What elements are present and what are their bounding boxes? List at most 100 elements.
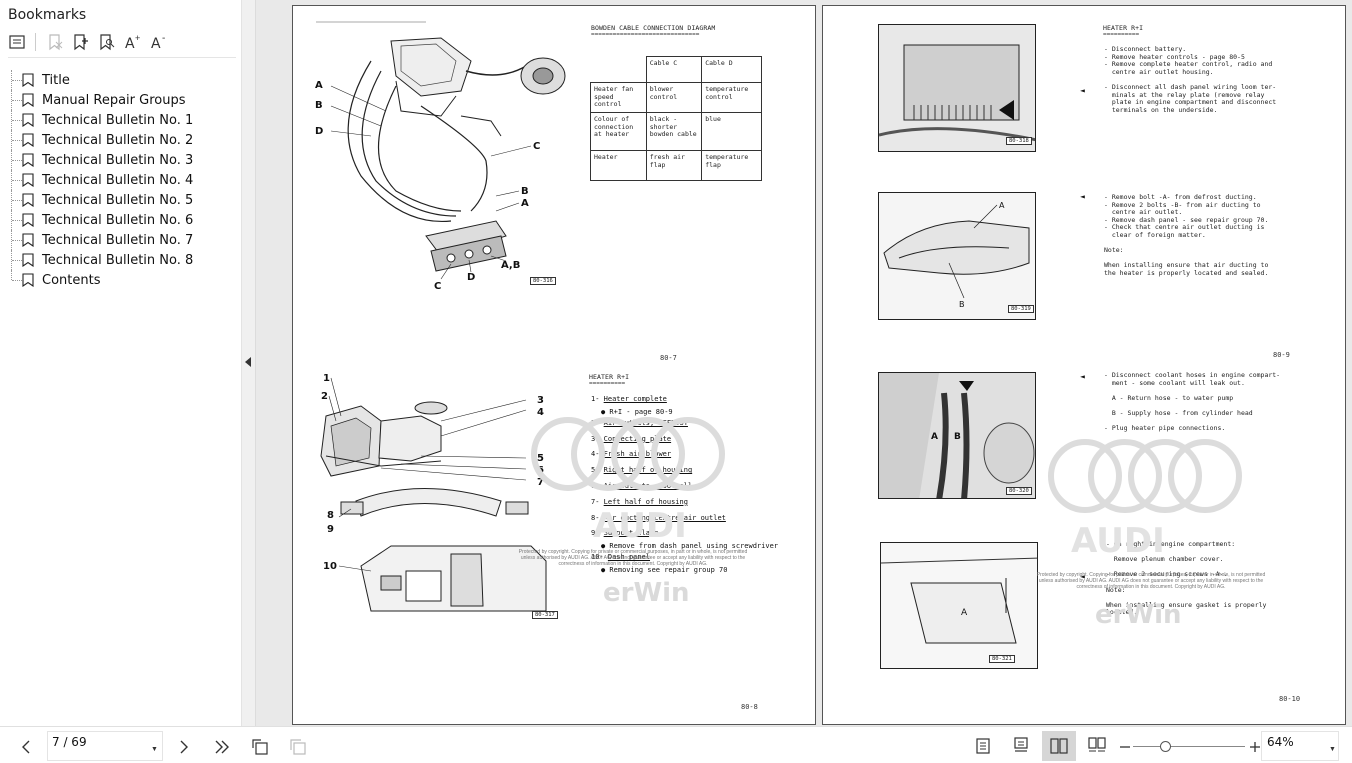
bowden-cable-diagram: A B D C B A A,B C D xyxy=(315,21,566,292)
legend-item: 2- Air outlets, DEFROST xyxy=(591,416,791,432)
photo-tag: 80-319 xyxy=(1008,305,1034,313)
add-bookmark-icon[interactable] xyxy=(70,31,92,53)
rotate-page-icon[interactable] xyxy=(249,736,271,758)
callout-c: C xyxy=(533,141,540,152)
bookmark-item[interactable]: Title xyxy=(0,70,240,90)
callout-ab: A,B xyxy=(501,260,520,271)
facing-continuous-view-icon[interactable] xyxy=(1080,731,1114,761)
chevron-down-icon[interactable]: ▼ xyxy=(151,746,158,753)
list-options-icon[interactable] xyxy=(6,31,28,53)
svg-text:A: A xyxy=(151,36,161,51)
arrow-marker: ◄ xyxy=(1080,572,1085,581)
continuous-view-icon[interactable] xyxy=(1004,731,1038,761)
copyright-notice: Protected by copyright. Copying for priv… xyxy=(1036,572,1266,590)
arrow-marker: ◄ xyxy=(1080,372,1085,381)
instructions-block-4: - On right in engine compartment: Remove… xyxy=(1106,540,1267,617)
zoom-out-icon[interactable] xyxy=(1114,736,1136,758)
zoom-level-input[interactable]: 64% xyxy=(1261,731,1339,761)
bookmark-item[interactable]: Manual Repair Groups xyxy=(0,90,240,110)
zoom-in-icon[interactable] xyxy=(1244,736,1266,758)
heading-underline: ============================== xyxy=(591,31,700,38)
bookmark-icon xyxy=(22,73,34,87)
callout-c2: C xyxy=(434,281,441,292)
bookmarks-toolbar: A+ A- xyxy=(6,31,236,53)
heater-exploded-diagram: 1 2 3 4 5 6 7 8 9 10 xyxy=(320,373,547,612)
page-number: 80-10 xyxy=(1279,695,1301,703)
bookmark-item[interactable]: Technical Bulletin No. 8 xyxy=(0,250,240,270)
table-header: Cable D xyxy=(701,56,762,83)
callout-8: 8 xyxy=(327,510,334,521)
bookmark-label: Technical Bulletin No. 7 xyxy=(42,232,194,248)
zoom-slider[interactable] xyxy=(1133,746,1245,747)
bookmark-item[interactable]: Contents xyxy=(0,270,240,290)
cable-diagram-heading: BOWDEN CABLE CONNECTION DIAGRAM xyxy=(591,24,716,32)
photo-tag: 80-318 xyxy=(1006,137,1032,145)
bookmark-item[interactable]: Technical Bulletin No. 4 xyxy=(0,170,240,190)
bookmark-icon xyxy=(22,93,34,107)
table-cell: black - shorter bowden cable xyxy=(645,112,703,151)
arrow-marker: ◄ xyxy=(1080,192,1085,201)
collapse-panel-icon[interactable] xyxy=(245,357,251,367)
previous-page-button[interactable] xyxy=(16,736,38,758)
shrink-text-icon[interactable]: A- xyxy=(148,31,170,53)
facing-view-icon[interactable] xyxy=(1042,731,1076,761)
next-page-button[interactable] xyxy=(172,736,194,758)
bookmark-item[interactable]: Technical Bulletin No. 7 xyxy=(0,230,240,250)
legend-item: 9- Support clamp xyxy=(591,526,791,542)
legend-text: Heater complete xyxy=(603,395,667,403)
expand-text-icon[interactable]: A+ xyxy=(122,31,144,53)
bookmark-icon xyxy=(22,213,34,227)
callout-b2: B xyxy=(521,186,529,197)
bookmark-label: Technical Bulletin No. 3 xyxy=(42,152,194,168)
bookmark-label: Technical Bulletin No. 2 xyxy=(42,132,194,148)
legend-number: 2- xyxy=(591,418,600,427)
copy-page-icon[interactable] xyxy=(287,736,309,758)
bookmark-item[interactable]: Technical Bulletin No. 6 xyxy=(0,210,240,230)
page-number-input[interactable]: 7 / 69 xyxy=(47,731,163,761)
zoom-slider-thumb[interactable] xyxy=(1159,741,1171,752)
callout-3: 3 xyxy=(537,395,544,406)
bookmark-icon xyxy=(22,233,34,247)
legend-text: Fresh air blower xyxy=(603,450,672,459)
callout-b: B xyxy=(315,100,323,111)
last-page-button[interactable] xyxy=(211,736,233,758)
page-number: 80-9 xyxy=(1273,351,1290,359)
callout-7: 7 xyxy=(537,477,544,488)
bookmark-item[interactable]: Technical Bulletin No. 1 xyxy=(0,110,240,130)
page-80-7-80-8: A B D C B A A,B C D 80-316 BOWDEN CABLE … xyxy=(292,5,816,725)
photo-tag: 80-321 xyxy=(989,655,1015,663)
bookmark-label: Technical Bulletin No. 8 xyxy=(42,252,194,268)
table-cell: blue xyxy=(701,112,762,151)
delete-bookmark-icon[interactable] xyxy=(44,31,66,53)
table-cell: blower control xyxy=(645,82,703,113)
legend-item: 10- Dash panel xyxy=(591,550,791,566)
photo-dash-ducting: A B xyxy=(878,192,1036,320)
bookmark-icon xyxy=(22,273,34,287)
callout-a2: A xyxy=(521,198,529,209)
table-cell: fresh air flap xyxy=(645,150,703,181)
callout-4: 4 xyxy=(537,407,544,418)
photo-label-a: A xyxy=(999,201,1005,210)
single-page-view-icon[interactable] xyxy=(966,731,1000,761)
figure-tag: 80-316 xyxy=(530,277,556,285)
photo-label-b: B xyxy=(954,432,961,442)
bookmark-label: Technical Bulletin No. 4 xyxy=(42,172,194,188)
bookmark-item[interactable]: Technical Bulletin No. 3 xyxy=(0,150,240,170)
bookmark-label: Technical Bulletin No. 5 xyxy=(42,192,194,208)
svg-text:A: A xyxy=(125,36,135,51)
panel-splitter[interactable] xyxy=(242,0,256,726)
document-viewer[interactable]: A B D C B A A,B C D 80-316 BOWDEN CABLE … xyxy=(256,0,1352,726)
arrow-marker: ◄ xyxy=(1080,86,1085,95)
chevron-down-icon[interactable]: ▼ xyxy=(1329,746,1336,753)
legend-number: 5- xyxy=(591,466,600,475)
callout-d: D xyxy=(315,126,323,137)
find-bookmark-icon[interactable] xyxy=(96,31,118,53)
bookmark-item[interactable]: Technical Bulletin No. 2 xyxy=(0,130,240,150)
legend-item: 4- Fresh air blower xyxy=(591,447,791,463)
instructions-block-3: - Disconnect coolant hoses in engine com… xyxy=(1104,371,1281,433)
callout-5: 5 xyxy=(537,453,544,464)
bookmark-label: Technical Bulletin No. 1 xyxy=(42,112,194,128)
bookmark-item[interactable]: Technical Bulletin No. 5 xyxy=(0,190,240,210)
